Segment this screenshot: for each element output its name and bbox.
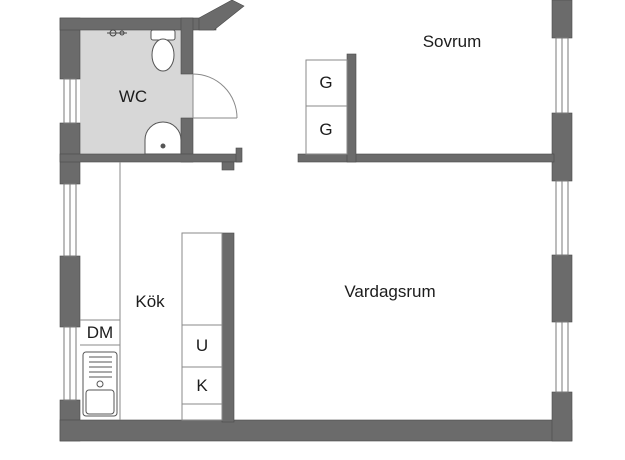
- walls: [59, 0, 573, 442]
- bidet-tap: [107, 29, 127, 37]
- wardrobes: [305, 59, 348, 155]
- toilet: [150, 29, 176, 72]
- kitchen-sink: [82, 351, 118, 417]
- kitchen-counter: [80, 162, 121, 420]
- windows: [63, 37, 569, 401]
- wc-sink: [144, 121, 182, 155]
- fridge-freezer: [181, 232, 223, 421]
- wc-door: [192, 73, 238, 119]
